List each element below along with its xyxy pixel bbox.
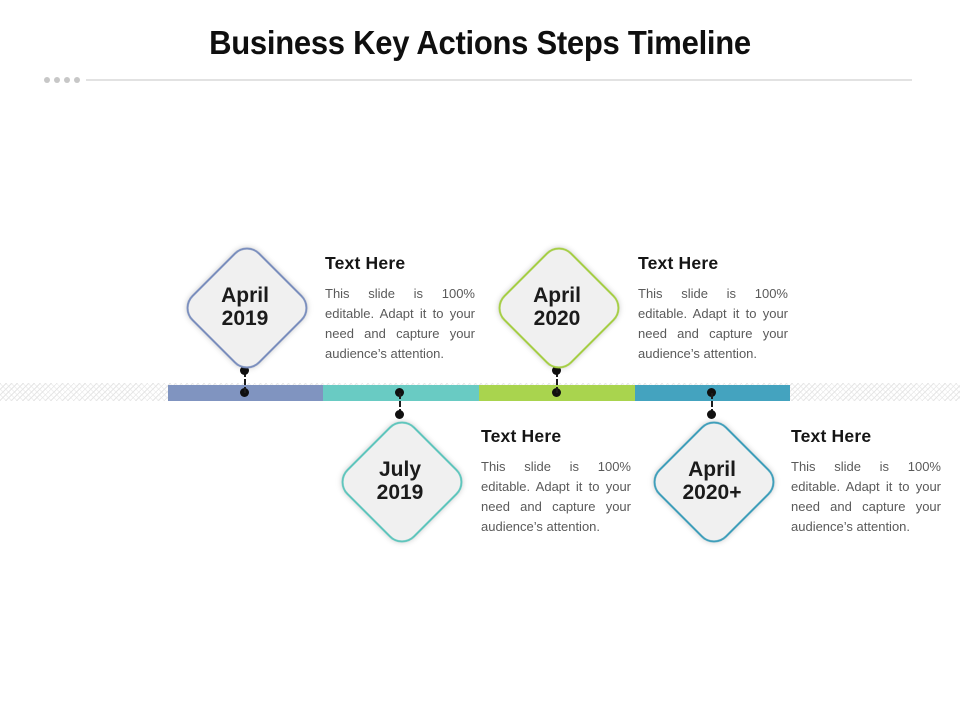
- timeline-node-dot: [707, 388, 716, 397]
- diamond-tip-dot: [707, 410, 716, 419]
- text-block-body: This slide is 100% editable. Adapt it to…: [325, 286, 475, 361]
- milestone-date-label: July 2019: [340, 458, 460, 504]
- text-block-april-2019: Text Here This slide is 100% editable. A…: [325, 253, 475, 364]
- text-block-body: This slide is 100% editable. Adapt it to…: [481, 459, 631, 534]
- connector-dashed-line: [244, 371, 246, 393]
- connector-dashed-line: [711, 393, 713, 415]
- text-block-body: This slide is 100% editable. Adapt it to…: [638, 286, 788, 361]
- text-block-july-2019: Text Here This slide is 100% editable. A…: [481, 426, 631, 537]
- date-line-2: 2019: [221, 307, 269, 330]
- connector-dashed-line: [399, 393, 401, 415]
- text-block-body: This slide is 100% editable. Adapt it to…: [791, 459, 941, 534]
- milestone-date-label: April 2020: [497, 284, 617, 330]
- underline-dot: [44, 77, 50, 83]
- date-line-1: April: [533, 284, 581, 307]
- diamond-tip-dot: [395, 410, 404, 419]
- diamond-tip-dot: [240, 366, 249, 375]
- date-line-2: 2020: [533, 307, 581, 330]
- text-block-april-2020-plus: Text Here This slide is 100% editable. A…: [791, 426, 941, 537]
- text-block-heading: Text Here: [791, 426, 872, 446]
- milestone-date-label: April 2020+: [652, 458, 772, 504]
- text-block-heading: Text Here: [325, 253, 406, 273]
- underline-dot: [74, 77, 80, 83]
- title-underline-rule: [86, 79, 912, 81]
- diamond-tip-dot: [552, 366, 561, 375]
- date-line-1: April: [221, 284, 269, 307]
- text-block-heading: Text Here: [638, 253, 719, 273]
- timeline-node-dot: [395, 388, 404, 397]
- page-title: Business Key Actions Steps Timeline: [209, 24, 751, 61]
- text-block-heading: Text Here: [481, 426, 562, 446]
- date-line-1: April: [688, 458, 736, 481]
- date-line-2: 2019: [376, 481, 424, 504]
- underline-dot: [54, 77, 60, 83]
- text-block-april-2020: Text Here This slide is 100% editable. A…: [638, 253, 788, 364]
- connector-dashed-line: [556, 371, 558, 393]
- title-underline-dots: [44, 77, 80, 83]
- date-line-2: 2020+: [682, 481, 742, 504]
- date-line-1: July: [378, 458, 422, 481]
- underline-dot: [64, 77, 70, 83]
- milestone-date-label: April 2019: [185, 284, 305, 330]
